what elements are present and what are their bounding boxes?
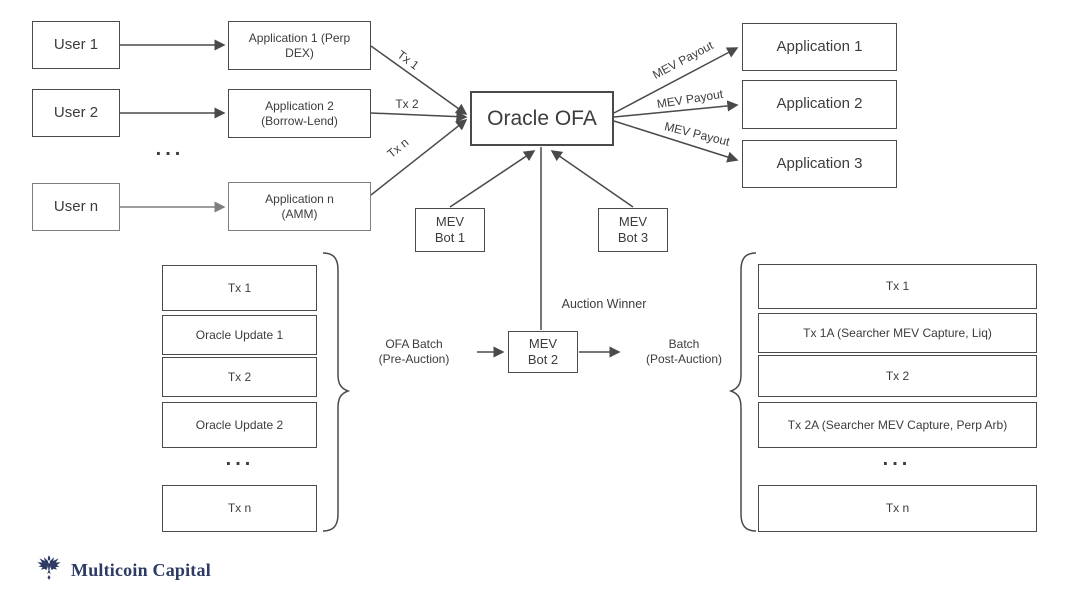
right-batch-tx2-box: Tx 2 bbox=[758, 355, 1037, 397]
phoenix-bird-icon bbox=[37, 555, 61, 580]
arrow-app1-oracle bbox=[370, 45, 468, 115]
arrow-bot3-oracle bbox=[550, 150, 634, 208]
multicoin-logo: Multicoin Capital bbox=[36, 555, 211, 586]
user-2-box: User 2 bbox=[32, 89, 120, 137]
right-batch-brace bbox=[728, 252, 757, 532]
mev-bot-2-box: MEV Bot 2 bbox=[508, 331, 578, 373]
right-batch-tx2a-box: Tx 2A (Searcher MEV Capture, Perp Arb) bbox=[758, 402, 1037, 448]
mev-bot-3-box: MEV Bot 3 bbox=[598, 208, 668, 252]
left-batch-brace bbox=[322, 252, 351, 532]
left-batch-tx2-box: Tx 2 bbox=[162, 357, 317, 397]
application-n-left-box: Application n (AMM) bbox=[228, 182, 371, 231]
right-batch-tx1a-box: Tx 1A (Searcher MEV Capture, Liq) bbox=[758, 313, 1037, 353]
application-1-left-box: Application 1 (Perp DEX) bbox=[228, 21, 371, 70]
post-auction-batch-label: Batch (Post-Auction) bbox=[645, 337, 723, 366]
left-batch-ellipsis: ... bbox=[225, 448, 255, 470]
tx2-edge-label: Tx 2 bbox=[395, 97, 419, 111]
left-batch-oracle-update2-box: Oracle Update 2 bbox=[162, 402, 317, 448]
right-batch-ellipsis: ... bbox=[882, 448, 912, 470]
right-batch-tx1-box: Tx 1 bbox=[758, 264, 1037, 309]
user-1-box: User 1 bbox=[32, 21, 120, 69]
auction-winner-label: Auction Winner bbox=[561, 297, 647, 311]
arrow-oracle-app1 bbox=[613, 47, 739, 114]
pre-auction-batch-label: OFA Batch (Pre-Auction) bbox=[378, 337, 450, 366]
left-batch-tx1-box: Tx 1 bbox=[162, 265, 317, 311]
arrow-bot1-oracle bbox=[449, 150, 536, 208]
arrow-appn-oracle bbox=[370, 119, 468, 196]
arrow-oracle-app2 bbox=[613, 100, 739, 118]
application-2-left-box: Application 2 (Borrow-Lend) bbox=[228, 89, 371, 138]
arrow-app2-oracle bbox=[370, 110, 468, 123]
brand-name: Multicoin Capital bbox=[71, 560, 211, 580]
users-ellipsis: ... bbox=[155, 138, 185, 160]
arrow-oracle-app3 bbox=[613, 120, 739, 163]
user-n-box: User n bbox=[32, 183, 120, 231]
right-batch-txn-box: Tx n bbox=[758, 485, 1037, 532]
application-2-right-box: Application 2 bbox=[742, 80, 897, 129]
left-batch-oracle-update1-box: Oracle Update 1 bbox=[162, 315, 317, 355]
application-3-right-box: Application 3 bbox=[742, 140, 897, 188]
left-batch-txn-box: Tx n bbox=[162, 485, 317, 532]
application-1-right-box: Application 1 bbox=[742, 23, 897, 71]
mev-bot-1-box: MEV Bot 1 bbox=[415, 208, 485, 252]
oracle-ofa-box: Oracle OFA bbox=[470, 91, 614, 146]
